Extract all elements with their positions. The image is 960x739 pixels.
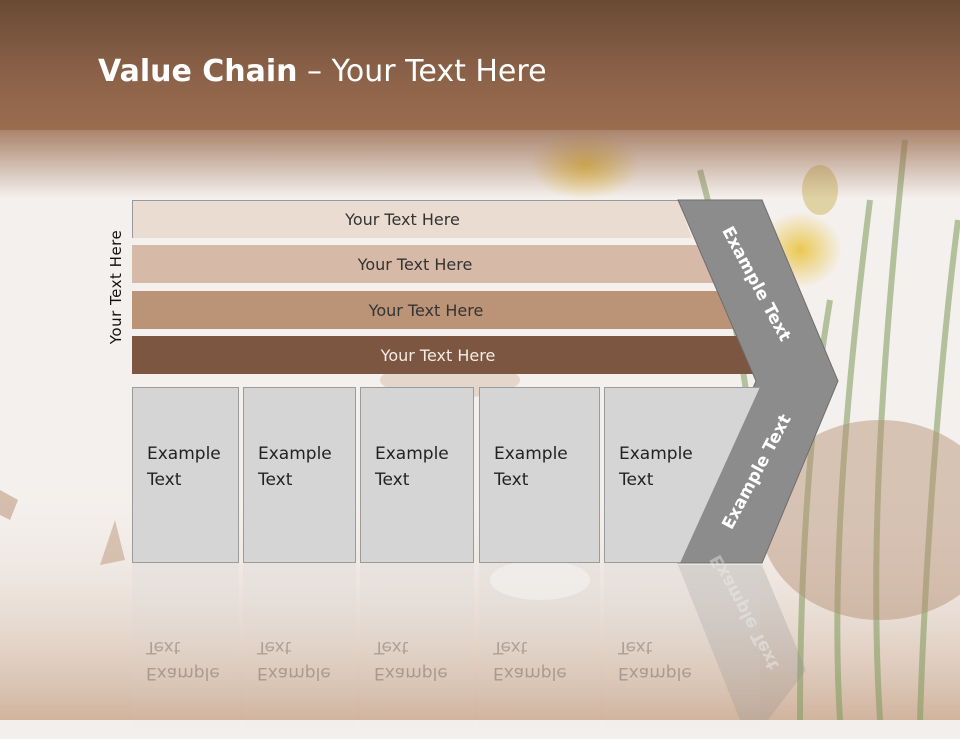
- title-header-band: [0, 0, 960, 130]
- support-bar-label: Your Text Here: [345, 210, 460, 229]
- title-rest: – Your Text Here: [297, 54, 547, 89]
- support-bar-label: Your Text Here: [380, 345, 496, 365]
- support-bar-3: Your Text Here: [132, 291, 740, 329]
- header-fade: [0, 128, 960, 198]
- activity-box-1: Example Text: [132, 387, 239, 563]
- box-line2: Text: [375, 470, 410, 490]
- support-bar-1: Your Text Here: [132, 200, 692, 238]
- support-bar-4: Your Text Here: [132, 336, 764, 374]
- box-line2: Text: [619, 470, 654, 490]
- box-line1: Example: [147, 444, 221, 464]
- value-chain-chevron: [677, 199, 839, 720]
- activity-box-3: Example Text: [360, 387, 474, 563]
- support-bar-label: Your Text Here: [368, 300, 484, 320]
- box-line2: Text: [494, 470, 529, 490]
- support-bar-2: Your Text Here: [132, 245, 718, 283]
- box-line2: Text: [258, 470, 293, 490]
- support-bar-label: Your Text Here: [357, 254, 473, 274]
- activity-box-2: Example Text: [243, 387, 356, 563]
- box-line1: Example: [619, 444, 693, 464]
- activity-box-4: Example Text: [479, 387, 600, 563]
- slide-title: Value Chain – Your Text Here: [98, 54, 547, 89]
- box-line2: Text: [147, 470, 182, 490]
- box-line1: Example: [494, 444, 568, 464]
- title-bold: Value Chain: [98, 54, 298, 89]
- box-line1: Example: [258, 444, 332, 464]
- box-line1: Example: [375, 444, 449, 464]
